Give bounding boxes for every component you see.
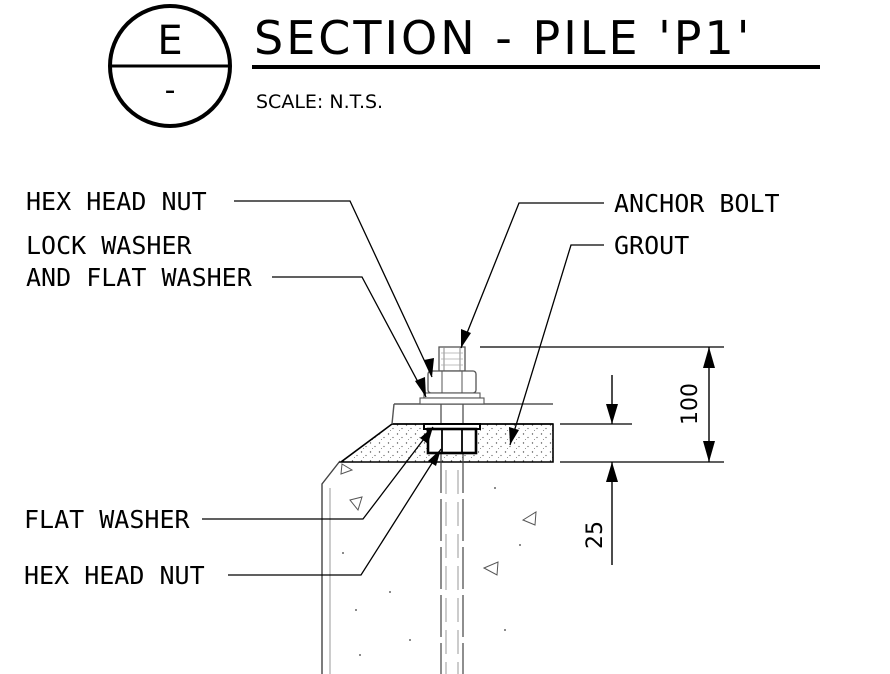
pile-concrete	[321, 460, 537, 674]
dimension-25: 25	[583, 521, 608, 549]
drawing-title: SECTION - PILE 'P1'	[254, 11, 752, 65]
bubble-number: -	[165, 73, 176, 108]
dimension-100: 100	[678, 383, 703, 425]
callout-hex-head-nut-bottom: HEX HEAD NUT	[24, 448, 442, 590]
bottom-hex-nut	[426, 427, 478, 455]
callout-hex-head-nut-top: HEX HEAD NUT	[26, 187, 434, 378]
label-hex-head-nut-top: HEX HEAD NUT	[26, 187, 207, 216]
base-plate	[391, 403, 553, 425]
callout-anchor-bolt: ANCHOR BOLT	[460, 189, 780, 349]
label-hex-head-nut-bottom: HEX HEAD NUT	[24, 561, 205, 590]
callout-lock-washer: LOCK WASHER AND FLAT WASHER	[26, 231, 427, 398]
scale-note: SCALE: N.T.S.	[256, 91, 383, 113]
callout-flat-washer: FLAT WASHER	[24, 426, 434, 534]
bubble-letter: E	[157, 18, 182, 64]
label-grout: GROUT	[614, 231, 689, 260]
label-anchor-bolt: ANCHOR BOLT	[614, 189, 780, 218]
dimension-projection: 100	[480, 346, 724, 463]
section-bubble: E -	[108, 4, 232, 128]
label-flat-washer: FLAT WASHER	[24, 505, 191, 534]
dimension-grout: 25	[560, 375, 632, 565]
lock-and-flat-washer	[419, 392, 485, 405]
top-hex-nut	[427, 370, 477, 394]
callout-grout: GROUT	[509, 231, 689, 446]
label-lock-washer-line2: AND FLAT WASHER	[26, 263, 253, 292]
label-lock-washer-line1: LOCK WASHER	[26, 231, 193, 260]
anchor-bolt	[438, 346, 466, 674]
